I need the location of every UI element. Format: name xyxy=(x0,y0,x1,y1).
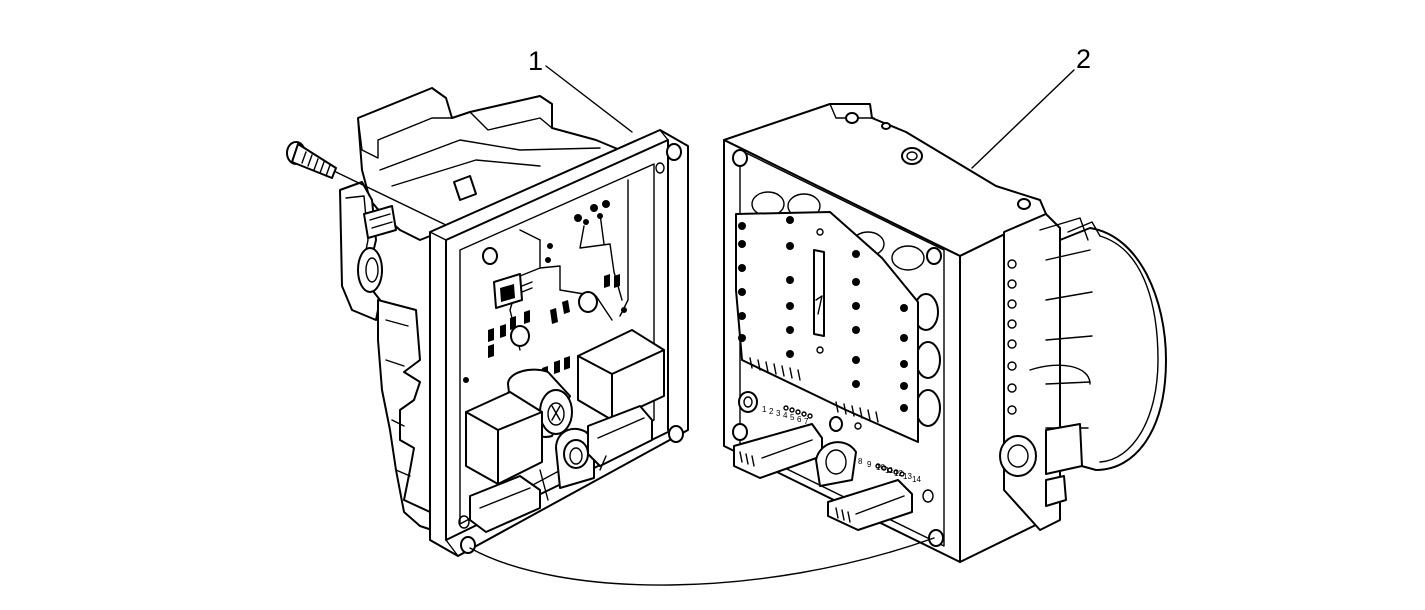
relay-upper xyxy=(577,329,665,421)
mounting-screw xyxy=(286,141,449,227)
callout-2-label: 2 xyxy=(1076,44,1091,74)
pin-label-11: 11 xyxy=(885,466,894,475)
pin-label-13: 13 xyxy=(903,472,912,481)
callout-1: 1 xyxy=(528,46,633,133)
module-connectors xyxy=(733,391,913,531)
pin-label-5: 5 xyxy=(790,413,795,422)
pin-label-1: 1 xyxy=(762,405,767,414)
alignment-arc xyxy=(469,537,935,586)
callout-1-leader xyxy=(545,65,633,133)
callout-2-leader xyxy=(971,69,1075,169)
pin-label-4: 4 xyxy=(783,411,788,420)
pin-label-2: 2 xyxy=(769,407,774,416)
valve-body-block xyxy=(723,103,1093,563)
pin-label-9: 9 xyxy=(867,460,872,469)
relay-lower xyxy=(465,391,543,485)
pin-label-14: 14 xyxy=(912,475,921,484)
module-circuit-board xyxy=(463,179,665,533)
pump-motor xyxy=(1059,221,1167,471)
callout-2: 2 xyxy=(971,44,1091,169)
solenoid-coil-plate xyxy=(735,191,941,443)
pin-label-7: 7 xyxy=(804,417,809,426)
pin-label-3: 3 xyxy=(776,409,781,418)
module-rear-housing xyxy=(339,87,621,531)
electronic-control-module xyxy=(286,87,689,557)
callout-1-label: 1 xyxy=(528,46,543,76)
pin-label-6: 6 xyxy=(797,415,802,424)
pin-label-12: 12 xyxy=(894,469,903,478)
pin-label-8: 8 xyxy=(858,457,863,466)
pin-label-10: 10 xyxy=(876,463,885,472)
mounting-boss xyxy=(555,427,595,489)
